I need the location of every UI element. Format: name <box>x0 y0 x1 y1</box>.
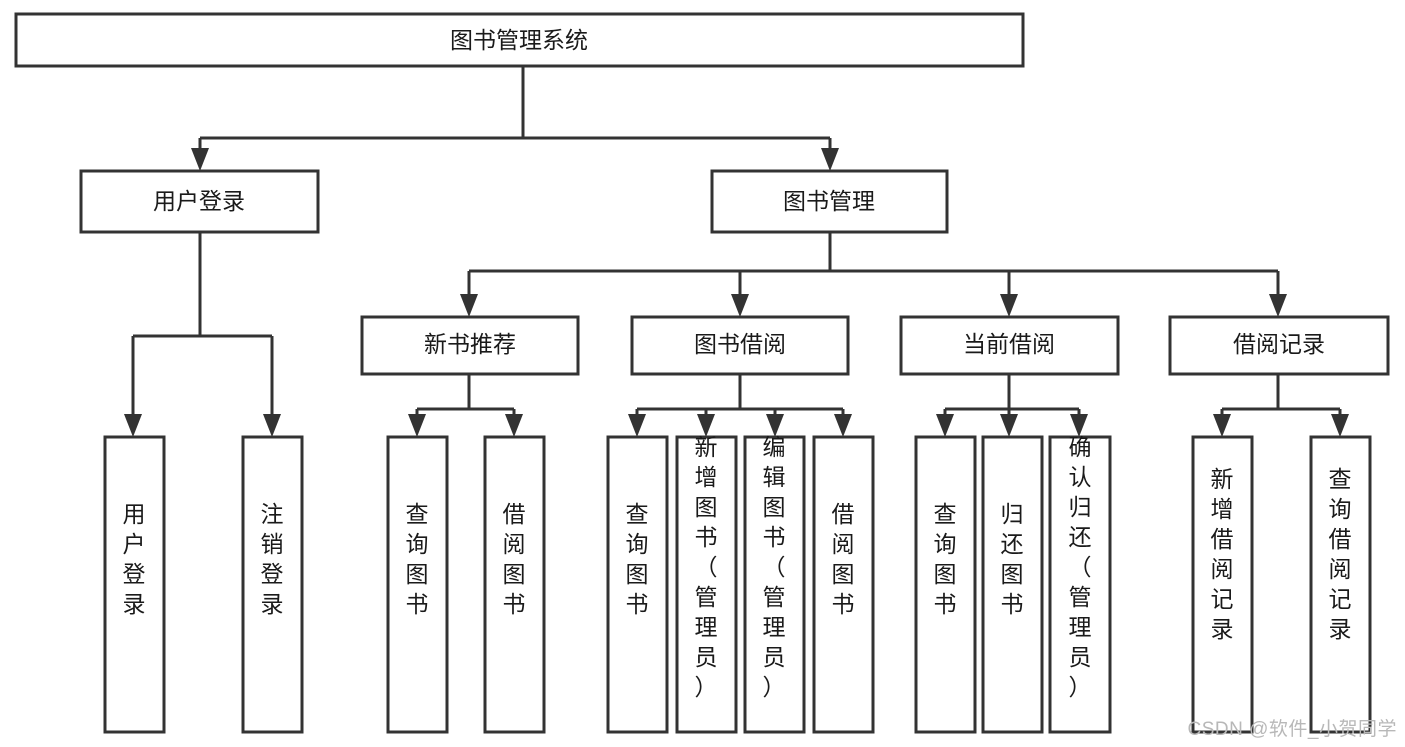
arrow-to-leaf-confirm-return <box>1070 414 1088 437</box>
arrow-to-book-borrow <box>731 294 749 317</box>
connector-layer <box>124 66 1349 437</box>
node-root-label: 图书管理系统 <box>450 27 588 53</box>
node-borrow-record[interactable]: 借阅记录 <box>1168 315 1390 376</box>
node-leaf-borrow-book-2[interactable]: 借阅图书 <box>812 435 875 734</box>
arrow-to-borrow-record <box>1269 294 1287 317</box>
node-leaf-borrow-book-1-box[interactable] <box>483 435 546 734</box>
connector-user-login-to-leaves <box>131 232 274 424</box>
node-leaf-add-record-label: 新增借阅记录 <box>1211 466 1234 642</box>
node-leaf-borrow-book-1-label: 借阅图书 <box>503 501 526 617</box>
node-leaf-return-book-box[interactable] <box>981 435 1044 734</box>
arrow-to-leaf-add-book <box>697 414 715 437</box>
node-leaf-borrow-book-1[interactable]: 借阅图书 <box>483 435 546 734</box>
node-current-borrow-label: 当前借阅 <box>963 331 1055 357</box>
node-leaf-return-book[interactable]: 归还图书 <box>981 435 1044 734</box>
node-leaf-user-logout[interactable]: 注销登录 <box>241 435 304 734</box>
arrow-to-user-login <box>191 148 209 171</box>
node-borrow-record-box[interactable] <box>1168 315 1390 376</box>
connector-new-book-recommend-to-leaves <box>415 374 516 424</box>
arrow-to-book-management <box>821 148 839 171</box>
node-leaf-query-book-2-label: 查询图书 <box>626 501 649 617</box>
node-user-login-box[interactable] <box>79 169 320 234</box>
arrow-to-leaf-user-login <box>124 414 142 437</box>
node-leaf-confirm-return-box[interactable] <box>1048 435 1112 734</box>
node-current-borrow[interactable]: 当前借阅 <box>899 315 1120 376</box>
node-root[interactable]: 图书管理系统 <box>14 12 1025 68</box>
node-user-login-label: 用户登录 <box>153 188 245 214</box>
node-leaf-query-record[interactable]: 查询借阅记录 <box>1309 435 1372 734</box>
node-new-book-recommend-box[interactable] <box>360 315 580 376</box>
node-leaf-borrow-book-2-label: 借阅图书 <box>832 501 855 617</box>
node-new-book-recommend[interactable]: 新书推荐 <box>360 315 580 376</box>
node-leaf-add-book-box[interactable] <box>675 435 738 734</box>
arrow-to-leaf-query-book-2 <box>628 414 646 437</box>
arrow-to-leaf-query-record <box>1331 414 1349 437</box>
node-new-book-recommend-label: 新书推荐 <box>424 331 516 357</box>
node-leaf-edit-book[interactable]: 编辑图书（管理员） <box>743 434 806 734</box>
arrow-to-leaf-return-book <box>1000 414 1018 437</box>
node-leaf-user-logout-box[interactable] <box>241 435 304 734</box>
connector-book-management-to-level3 <box>467 232 1280 306</box>
arrow-to-leaf-query-book-3 <box>936 414 954 437</box>
node-leaf-user-login-label: 用户登录 <box>123 501 146 617</box>
arrow-to-leaf-borrow-book-2 <box>834 414 852 437</box>
node-book-borrow-box[interactable] <box>630 315 850 376</box>
node-leaf-confirm-return[interactable]: 确认归还（管理员） <box>1048 434 1112 734</box>
arrow-to-leaf-add-record <box>1213 414 1231 437</box>
node-book-borrow-label: 图书借阅 <box>694 331 786 357</box>
arrow-to-leaf-user-logout <box>263 414 281 437</box>
node-leaf-edit-book-label: 编辑图书（管理员） <box>763 434 786 700</box>
node-root-box[interactable] <box>14 12 1025 68</box>
node-book-management-box[interactable] <box>710 169 949 234</box>
arrow-to-leaf-query-book-1 <box>408 414 426 437</box>
node-leaf-user-login[interactable]: 用户登录 <box>103 435 166 734</box>
node-leaf-query-book-1-box[interactable] <box>386 435 449 734</box>
node-leaf-add-book-label: 新增图书（管理员） <box>695 434 718 700</box>
node-leaf-query-record-label: 查询借阅记录 <box>1329 466 1352 642</box>
node-leaf-query-book-2[interactable]: 查询图书 <box>606 435 669 734</box>
node-leaf-edit-book-box[interactable] <box>743 435 806 734</box>
node-leaf-confirm-return-label: 确认归还（管理员） <box>1069 434 1092 700</box>
node-leaf-query-book-1-label: 查询图书 <box>406 501 429 617</box>
node-leaf-query-book-1[interactable]: 查询图书 <box>386 435 449 734</box>
node-leaf-return-book-label: 归还图书 <box>1001 501 1024 617</box>
node-leaf-query-book-3-label: 查询图书 <box>934 501 957 617</box>
node-leaf-add-book[interactable]: 新增图书（管理员） <box>675 434 738 734</box>
node-book-borrow[interactable]: 图书借阅 <box>630 315 850 376</box>
node-leaf-query-book-3[interactable]: 查询图书 <box>914 435 977 734</box>
arrow-to-new-book-recommend <box>460 294 478 317</box>
node-current-borrow-box[interactable] <box>899 315 1120 376</box>
arrow-to-current-borrow <box>1000 294 1018 317</box>
node-leaf-user-login-box[interactable] <box>103 435 166 734</box>
connector-borrow-record-to-leaves <box>1220 374 1342 424</box>
node-leaf-add-record[interactable]: 新增借阅记录 <box>1191 435 1254 734</box>
connector-root-to-level2 <box>198 66 832 160</box>
arrow-to-leaf-edit-book <box>766 414 784 437</box>
node-book-management-label: 图书管理 <box>783 188 875 214</box>
arrow-to-leaf-borrow-book-1 <box>505 414 523 437</box>
node-leaf-user-logout-label: 注销登录 <box>261 501 284 617</box>
node-leaf-query-book-2-box[interactable] <box>606 435 669 734</box>
node-borrow-record-label: 借阅记录 <box>1233 331 1325 357</box>
node-book-management[interactable]: 图书管理 <box>710 169 949 234</box>
node-leaf-add-record-box[interactable] <box>1191 435 1254 734</box>
node-leaf-query-book-3-box[interactable] <box>914 435 977 734</box>
node-user-login[interactable]: 用户登录 <box>79 169 320 234</box>
connector-book-borrow-to-leaves <box>635 374 845 424</box>
node-leaf-query-record-box[interactable] <box>1309 435 1372 734</box>
node-leaf-borrow-book-2-box[interactable] <box>812 435 875 734</box>
